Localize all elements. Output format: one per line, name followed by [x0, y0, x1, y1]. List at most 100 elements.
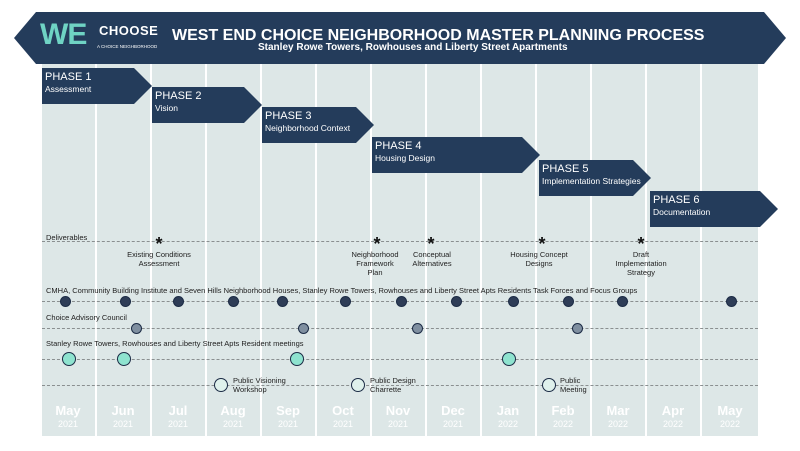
phase-2-title: PHASE 2	[155, 90, 202, 102]
month-label: Dec	[441, 403, 465, 418]
year-label: 2021	[112, 419, 134, 429]
task-force-meeting-dot	[563, 296, 574, 307]
task-force-meeting-dot	[508, 296, 519, 307]
task-forces-label: CMHA, Community Building Institute and S…	[46, 286, 638, 295]
phase-2-subtitle: Vision	[155, 103, 178, 113]
resident-meeting-dot	[502, 352, 516, 366]
deliverable-implementation-strategy: Draft Implementation Strategy	[615, 250, 667, 277]
deliverables-label: Deliverables	[46, 233, 88, 242]
phase-1-subtitle: Assessment	[45, 84, 92, 94]
phase-5-subtitle: Implementation Strategies	[542, 176, 641, 186]
phase-4-title: PHASE 4	[375, 140, 422, 152]
month-label: May	[55, 403, 81, 418]
advisory-council-label: Choice Advisory Council	[46, 313, 127, 322]
phase-1-title: PHASE 1	[45, 71, 92, 83]
task-force-meeting-dot	[120, 296, 131, 307]
resident-meeting-dot	[117, 352, 131, 366]
logo-tagline: A CHOICE NEIGHBORHOOD	[97, 44, 158, 49]
year-label: 2021	[332, 419, 354, 429]
phase-4-arrow: PHASE 4 Housing Design	[372, 137, 540, 173]
year-label: 2021	[442, 419, 464, 429]
deliverable-housing-concept: Housing Concept Designs	[510, 250, 568, 268]
deliverable-star-icon: *	[427, 234, 435, 254]
advisory-council-line	[42, 328, 758, 329]
year-label: 2021	[387, 419, 409, 429]
phase-6-subtitle: Documentation	[653, 207, 711, 217]
deliverable-conceptual-alternatives: Conceptual Alternatives	[412, 250, 452, 268]
month-column-feb-2022	[537, 44, 590, 436]
year-label: 2022	[497, 419, 519, 429]
logo-choose: CHOOSE	[99, 23, 159, 38]
month-column-nov-2021	[372, 44, 425, 436]
resident-meetings-label: Stanley Rowe Towers, Rowhouses and Liber…	[46, 339, 304, 348]
month-label: Aug	[220, 403, 246, 418]
month-label: Nov	[385, 403, 411, 418]
deliverable-star-icon: *	[155, 234, 163, 254]
task-force-meeting-dot	[617, 296, 628, 307]
deliverable-star-icon: *	[637, 234, 645, 254]
deliverable-framework-plan: Neighborhood Framework Plan	[351, 250, 399, 277]
phase-2-arrow: PHASE 2 Vision	[152, 87, 262, 123]
advisory-meeting-dot	[298, 323, 309, 334]
phase-3-arrow: PHASE 3 Neighborhood Context	[262, 107, 374, 143]
advisory-meeting-dot	[412, 323, 423, 334]
phase-5-arrow: PHASE 5 Implementation Strategies	[539, 160, 651, 196]
month-column-oct-2021	[317, 44, 370, 436]
month-column-mar-2022	[592, 44, 645, 436]
phase-5-title: PHASE 5	[542, 163, 589, 175]
task-force-meeting-dot	[277, 296, 288, 307]
year-label: 2022	[607, 419, 629, 429]
task-force-meeting-dot	[396, 296, 407, 307]
deliverable-star-icon: *	[373, 234, 381, 254]
month-label: Oct	[332, 403, 354, 418]
phase-4-subtitle: Housing Design	[375, 153, 436, 163]
public-event-dot	[214, 378, 228, 392]
phase-1-arrow: PHASE 1 Assessment	[42, 68, 152, 104]
phase-3-title: PHASE 3	[265, 110, 312, 122]
public-visioning-workshop: Public Visioning Workshop	[233, 376, 286, 394]
month-column-jan-2022	[482, 44, 535, 436]
phase-6-arrow: PHASE 6 Documentation	[650, 191, 778, 227]
advisory-meeting-dot	[572, 323, 583, 334]
month-label: Jul	[168, 403, 188, 418]
deliverable-star-icon: *	[538, 234, 546, 254]
year-label: 2022	[662, 419, 684, 429]
month-label: Apr	[661, 403, 685, 418]
public-design-charrette: Public Design Charrette	[370, 376, 416, 394]
phase-3-subtitle: Neighborhood Context	[265, 123, 351, 133]
month-column-jun-2021	[97, 44, 150, 436]
resident-meeting-dot	[62, 352, 76, 366]
deliverable-existing-conditions: Existing Conditions Assessment	[127, 250, 191, 268]
header-banner	[14, 12, 786, 64]
year-label: 2021	[167, 419, 189, 429]
task-force-meeting-dot	[451, 296, 462, 307]
task-force-meeting-dot	[726, 296, 737, 307]
year-label: 2021	[277, 419, 299, 429]
month-label: Jan	[496, 403, 520, 418]
month-label: Jun	[111, 403, 135, 418]
task-force-meeting-dot	[60, 296, 71, 307]
phase-6-title: PHASE 6	[653, 194, 700, 206]
year-label: 2022	[719, 419, 741, 429]
year-label: 2022	[552, 419, 574, 429]
public-event-dot	[542, 378, 556, 392]
public-meeting: Public Meeting	[560, 376, 587, 394]
month-column-apr-2022	[647, 44, 700, 436]
month-label: Feb	[551, 403, 575, 418]
deliverables-line	[42, 241, 758, 242]
logo-we: WE	[40, 18, 87, 51]
year-label: 2021	[222, 419, 244, 429]
year-label: 2021	[57, 419, 79, 429]
resident-meetings-line	[42, 359, 758, 360]
month-column-may-2021	[42, 44, 95, 436]
task-force-meeting-dot	[228, 296, 239, 307]
task-force-meeting-dot	[340, 296, 351, 307]
page-title: WEST END CHOICE NEIGHBORHOOD MASTER PLAN…	[172, 27, 705, 44]
page-subtitle: Stanley Rowe Towers, Rowhouses and Liber…	[258, 42, 568, 53]
public-events-line	[42, 385, 758, 386]
month-column-dec-2021	[427, 44, 480, 436]
month-label: May	[717, 403, 743, 418]
advisory-meeting-dot	[131, 323, 142, 334]
public-event-dot	[351, 378, 365, 392]
